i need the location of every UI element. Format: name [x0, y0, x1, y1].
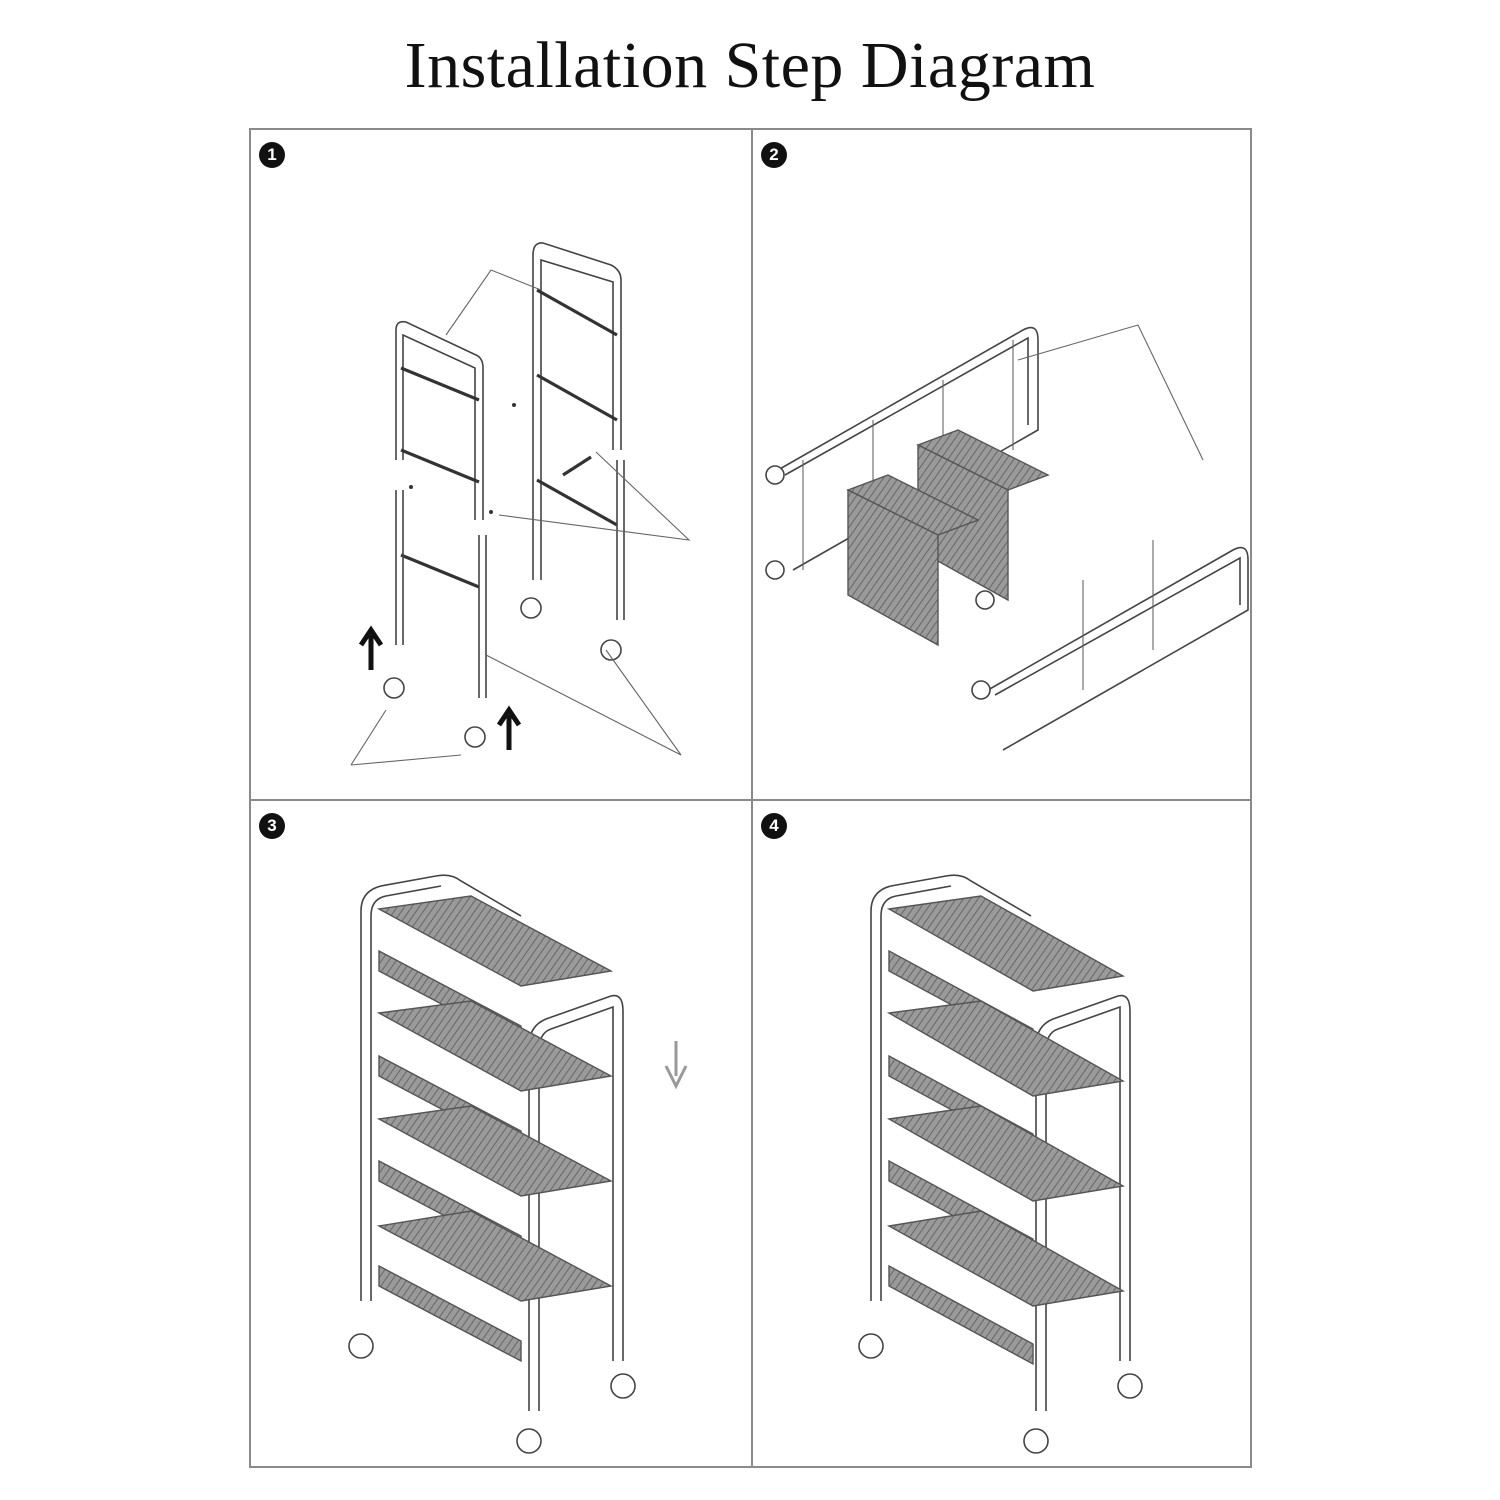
right-rung	[536, 478, 618, 527]
step-1-illustration	[350, 242, 691, 766]
basket	[376, 1210, 614, 1363]
step-3-badge: 3	[259, 813, 285, 839]
down-arrow-icon	[664, 1041, 688, 1090]
step-2-badge: 2	[761, 142, 787, 168]
front-frame	[987, 546, 1249, 751]
up-arrow-icon	[358, 625, 384, 670]
back-frame	[870, 874, 1032, 1301]
right-leg	[616, 460, 625, 620]
left-leg	[395, 490, 404, 645]
step-2-panel: 2	[753, 130, 1253, 799]
page-title: Installation Step Diagram	[404, 29, 1096, 102]
left-rung	[400, 448, 480, 484]
basket	[886, 1210, 1126, 1366]
step-grid: 1	[249, 128, 1252, 1468]
step-4-illustration	[858, 874, 1143, 1454]
left-leg	[478, 535, 487, 698]
left-rung	[400, 366, 480, 402]
step-1-panel: 1	[251, 130, 751, 799]
right-rung	[536, 373, 618, 422]
right-rung	[536, 288, 618, 337]
left-frame	[395, 320, 484, 520]
back-frame	[360, 874, 522, 1301]
step-4-panel: 4	[753, 801, 1253, 1470]
grid-divider-horizontal	[251, 799, 1250, 801]
step-4-badge: 4	[761, 813, 787, 839]
left-rung	[400, 553, 480, 589]
step-1-badge: 1	[259, 142, 285, 168]
up-arrow-icon	[496, 705, 522, 750]
screw	[562, 455, 592, 477]
back-frame	[777, 326, 1039, 571]
right-frame	[532, 242, 622, 580]
step-3-panel: 3	[251, 801, 751, 1470]
grid-divider-vertical	[751, 130, 753, 1466]
step-3-illustration	[348, 874, 688, 1454]
step-2-illustration	[765, 324, 1249, 751]
